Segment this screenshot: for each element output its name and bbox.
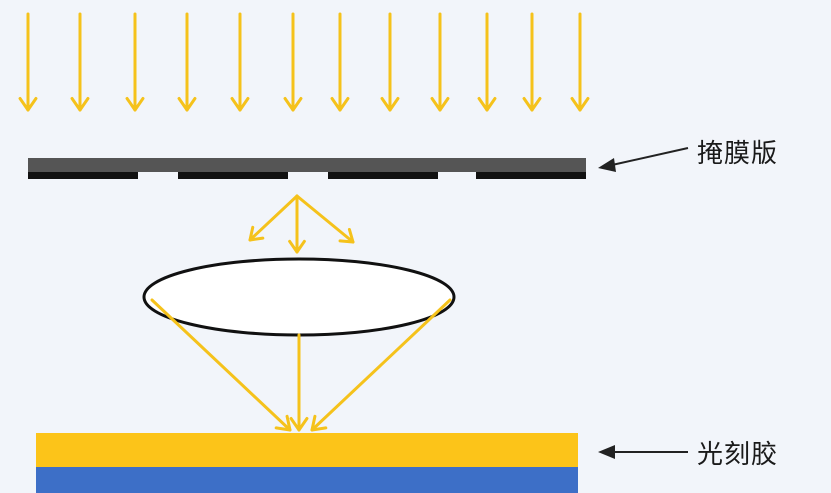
photoresist-layer <box>36 433 578 467</box>
diffracted-ray <box>288 194 306 254</box>
photoresist-label: 光刻胶 <box>697 440 779 470</box>
incoming-light-arrow <box>230 12 250 112</box>
focused-light-rays <box>150 298 452 432</box>
incoming-light-arrows <box>18 12 590 112</box>
focused-ray <box>150 298 292 432</box>
mask-pointer-arrow <box>598 147 689 172</box>
incoming-light-arrow <box>522 12 542 112</box>
incoming-light-arrow <box>570 12 590 112</box>
incoming-light-arrow <box>380 12 400 112</box>
incoming-light-arrow <box>125 12 145 112</box>
incoming-light-arrow <box>330 12 350 112</box>
incoming-light-arrow <box>177 12 197 112</box>
incoming-light-arrow <box>283 12 303 112</box>
photoresist-pointer-arrow <box>598 445 688 459</box>
incoming-light-arrow <box>18 12 38 112</box>
diffracted-light-rays <box>248 194 355 254</box>
incoming-light-arrow <box>430 12 450 112</box>
incoming-light-arrow <box>477 12 497 112</box>
focused-ray <box>289 333 309 432</box>
diffracted-ray <box>248 194 299 242</box>
substrate-layer <box>36 467 578 493</box>
mask-label: 掩膜版 <box>697 139 779 169</box>
mask-plate <box>28 158 586 179</box>
projection-lens <box>142 257 456 337</box>
incoming-light-arrow <box>70 12 90 112</box>
diffracted-ray <box>295 194 355 244</box>
focused-ray <box>310 298 452 432</box>
